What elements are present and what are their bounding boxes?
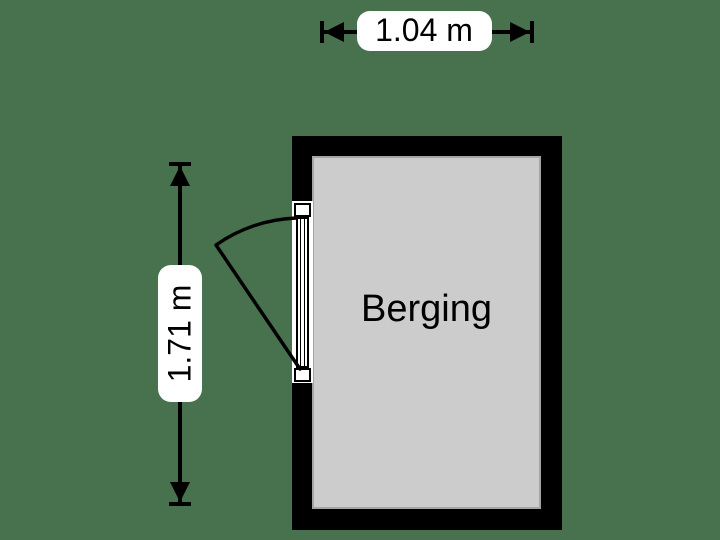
door-leaf xyxy=(296,217,309,368)
door-leaf-panel-line xyxy=(303,219,305,366)
width-dimension-endbar-right xyxy=(530,21,534,43)
arrow-up-icon xyxy=(170,165,190,186)
height-dimension-value: 1.71 m xyxy=(161,284,198,383)
room-floor xyxy=(312,156,541,509)
height-dimension-label: 1.71 m xyxy=(158,265,202,402)
width-dimension-value: 1.04 m xyxy=(375,12,473,48)
door-leaf-panel-line xyxy=(299,219,301,366)
arrow-left-icon xyxy=(323,22,344,42)
arrow-down-icon xyxy=(170,481,190,502)
height-dimension-endbar-top xyxy=(169,161,191,166)
door-jamb-bottom xyxy=(294,368,311,382)
width-dimension-endbar-left xyxy=(319,21,324,43)
room-name-label: Berging xyxy=(361,287,492,330)
door-jamb-top xyxy=(294,203,311,217)
width-dimension-label: 1.04 m xyxy=(356,10,492,51)
arrow-right-icon xyxy=(510,22,530,42)
height-dimension-endbar-bottom xyxy=(169,501,191,506)
